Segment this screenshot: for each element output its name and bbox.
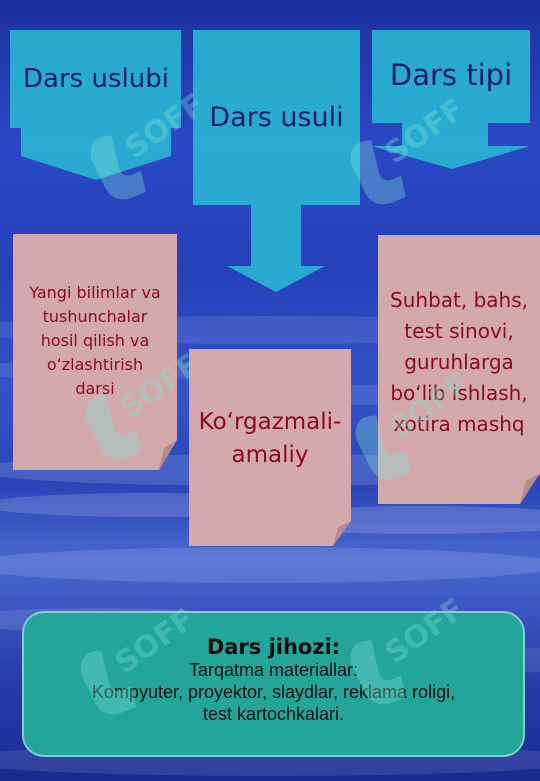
arrow-type-label: Dars tipi [389, 58, 513, 92]
note-lesson-type: Suhbat, bahs, test sinovi, guruhlarga bo… [378, 235, 540, 504]
equipment-line: test kartochkalari. [202, 704, 345, 724]
note-type-line: guruhlarga [404, 350, 514, 374]
note-shape [378, 235, 540, 504]
note-style-line: oʻzlashtirish [46, 355, 144, 374]
note-style-line: hosil qilish va [40, 331, 150, 350]
arrow-shape [10, 30, 181, 180]
arrow-method-label: Dars usuli [209, 102, 344, 133]
note-shape [13, 234, 177, 470]
arrow-style-label: Dars uslubi [23, 64, 169, 94]
note-style-line: darsi [75, 379, 115, 398]
note-style-line: Yangi bilimlar va [29, 283, 161, 302]
note-type-line: boʻlib ishlash, [390, 381, 528, 405]
note-lesson-style: Yangi bilimlar va tushunchalar hosil qil… [13, 234, 177, 470]
note-method-line: amaliy [231, 442, 309, 468]
arrow-lesson-style: Dars uslubi [9, 30, 183, 180]
note-type-line: test sinovi, [404, 319, 514, 343]
note-style-line: tushunchalar [42, 307, 148, 326]
note-type-line: xotira mashq [393, 412, 525, 436]
equipment-line: Tarqatma materiallar: [188, 660, 359, 680]
arrow-lesson-method: Dars usuli [193, 30, 360, 293]
arrow-shape [193, 30, 360, 292]
lesson-equipment-box: Dars jihozi: Tarqatma materiallar: Kompy… [22, 611, 525, 757]
note-method-line: Koʻrgazmali- [198, 409, 342, 435]
equipment-title: Dars jihozi: [206, 635, 341, 659]
note-shape [189, 349, 351, 546]
note-type-line: Suhbat, bahs, [390, 288, 528, 312]
equipment-line: Kompyuter, proyektor, slaydlar, reklama … [91, 682, 456, 702]
note-lesson-method: Koʻrgazmali- amaliy [189, 349, 351, 546]
arrow-shape [372, 30, 530, 169]
arrow-lesson-type: Dars tipi [372, 30, 530, 170]
